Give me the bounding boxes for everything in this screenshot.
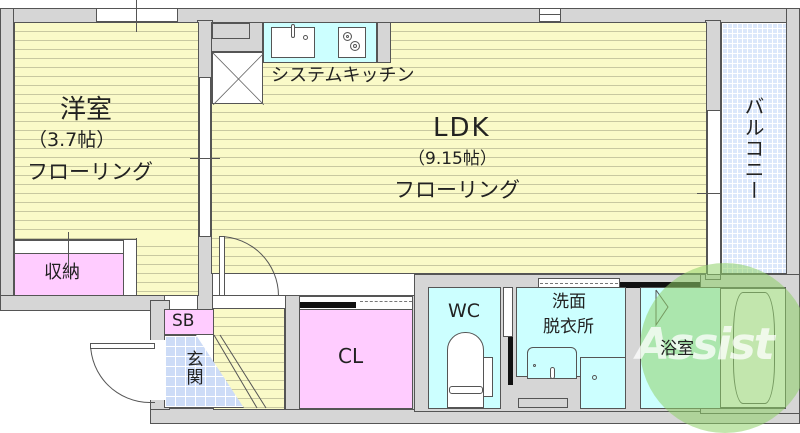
refrigerator-cross-icon: [213, 53, 264, 105]
storage-label: 収納: [44, 262, 80, 283]
western-room-floor-lower: [136, 238, 199, 296]
western-room-flooring: フローリング: [27, 160, 153, 184]
toilet-label: WC: [448, 300, 481, 322]
fridge-shelf: [212, 23, 250, 39]
storage-room[interactable]: [14, 253, 124, 296]
balcony[interactable]: [721, 22, 787, 274]
closet-door-solid: [300, 302, 356, 308]
ldk-flooring: フローリング: [394, 178, 520, 202]
toilet-tank-icon: [483, 357, 493, 397]
washroom-label-line2: 脱衣所: [543, 317, 594, 337]
toilet-seat-icon: [449, 386, 483, 394]
closet-door-dashed: [360, 301, 412, 302]
kitchen-wall-right: [377, 22, 391, 63]
sliding-door-mark: [190, 158, 220, 159]
western-room-window: [96, 8, 178, 22]
ldk-name: LDK: [433, 113, 491, 143]
balcony-window-mark: [697, 193, 729, 194]
washroom-shelf: [518, 398, 568, 408]
ldk-small-window: [539, 8, 561, 22]
bathtub-inner-icon: [733, 292, 775, 404]
washing-machine-drain-icon: [592, 375, 597, 380]
western-room-name: 洋室: [60, 95, 113, 125]
wc-sliding-door[interactable]: [503, 287, 513, 337]
burner-1-icon: [343, 32, 352, 41]
shoe-box-label: SB: [172, 311, 195, 331]
washbasin-drain-icon: [533, 364, 536, 367]
window-mullion: [136, 0, 137, 32]
kitchen-label: システムキッチン: [271, 65, 415, 86]
storage-divider: [68, 232, 69, 272]
drain-icon: [303, 35, 308, 40]
western-bottom-wall: [0, 295, 165, 311]
front-door-leaf: [90, 343, 155, 349]
burner-2-icon: [350, 41, 360, 51]
left-wall: [0, 8, 14, 310]
western-sliding-door[interactable]: [199, 77, 211, 237]
shoe-box[interactable]: [164, 309, 214, 335]
ldk-size: （9.15帖）: [408, 149, 497, 169]
washing-machine-pan[interactable]: [580, 357, 626, 409]
washbasin-faucet-icon: [550, 367, 555, 379]
western-room-size: （3.7帖）: [28, 129, 116, 151]
closet[interactable]: [299, 309, 413, 409]
hall-opening: [213, 295, 285, 309]
washroom-dashed: [540, 283, 618, 284]
closet-label: CL: [338, 344, 364, 368]
storage-rail: [14, 240, 124, 254]
ldk-window-line: [539, 14, 561, 15]
toilet-bowl-icon: [447, 332, 484, 408]
washroom-label-line1: 洗面: [552, 292, 586, 312]
ldk-floor: [211, 22, 707, 274]
entrance-label: 玄関: [182, 350, 203, 386]
refrigerator-space: [212, 52, 264, 105]
faucet-icon: [291, 24, 295, 38]
wc-door-solid: [508, 337, 513, 385]
western-room-floor: [14, 22, 199, 240]
balcony-label: バルコニー: [741, 96, 765, 201]
ldk-door-leaf: [219, 236, 225, 296]
bathroom-label: 浴室: [660, 339, 694, 359]
